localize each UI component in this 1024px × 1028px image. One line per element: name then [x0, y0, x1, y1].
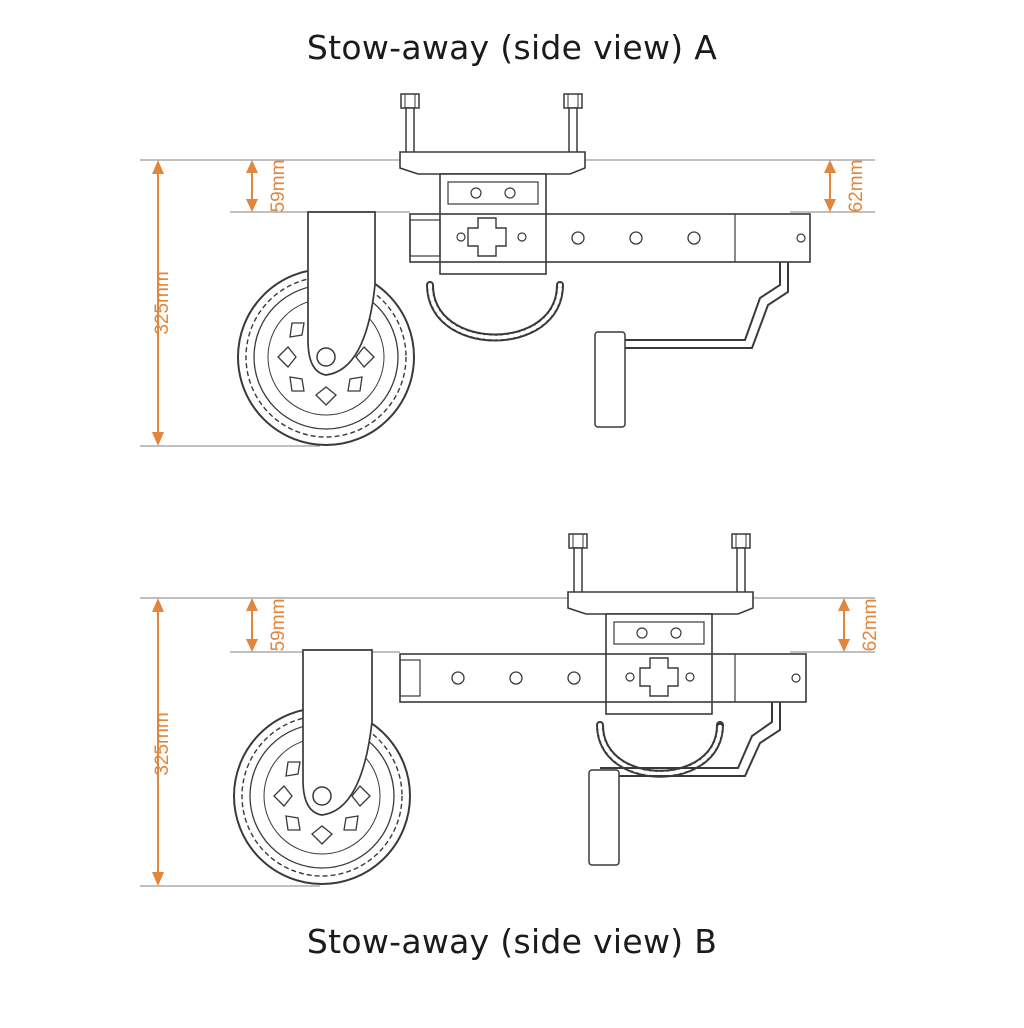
view-b-left-dim-label: 59mm	[268, 599, 289, 652]
view-b-left-bolt	[568, 533, 588, 597]
view-a-right-dim-label: 62mm	[846, 160, 867, 213]
view-b-clamp-housing	[605, 613, 713, 715]
view-b-wheel-fork	[302, 649, 373, 816]
view-b-total-arrow-top	[152, 598, 164, 612]
view-b-crank-grip	[588, 769, 620, 866]
view-b-total-arrow-bottom	[152, 872, 164, 886]
view-b-right-arrow-top	[838, 598, 850, 611]
view-a-crank	[608, 262, 781, 341]
view-b-title: Stow-away (side view) B	[306, 922, 718, 961]
view-b-right-dim-label: 62mm	[860, 599, 881, 652]
view-b-left-arrow-top	[246, 598, 258, 611]
view-a-handle	[426, 281, 564, 342]
view-a-right-arrow-top	[824, 160, 836, 173]
view-a-right-arrow-bottom	[824, 199, 836, 212]
view-b-drawing: 325mm 59mm 62mm	[140, 533, 881, 887]
view-a-crank-grip	[594, 331, 626, 428]
view-b-total-dim-label: 325mm	[152, 712, 173, 775]
view-a-total-arrow-top	[152, 160, 164, 174]
view-b-handle	[596, 721, 724, 778]
view-a-title: Stow-away (side view) A	[306, 28, 718, 67]
view-a-left-arrow-bottom	[246, 199, 258, 212]
view-a-left-dim-label: 59mm	[268, 160, 289, 213]
view-b-arm-tube	[399, 653, 807, 703]
view-a-left-bolt	[400, 93, 420, 157]
view-b-right-bolt	[731, 533, 751, 597]
view-b-crank	[600, 702, 773, 769]
view-a-total-dim-label: 325mm	[152, 271, 173, 334]
view-a-wheel-fork	[307, 211, 376, 376]
view-a-clamp-housing	[439, 173, 547, 275]
view-b-mount-plate	[567, 591, 754, 615]
view-b-right-arrow-bottom	[838, 639, 850, 652]
view-a-total-arrow-bottom	[152, 432, 164, 446]
view-a-mount-plate	[399, 151, 586, 175]
view-a-drawing: 325mm 59mm 62mm	[140, 93, 875, 447]
view-a-left-arrow-top	[246, 160, 258, 173]
view-a-right-bolt	[563, 93, 583, 157]
view-b-left-arrow-bottom	[246, 639, 258, 652]
